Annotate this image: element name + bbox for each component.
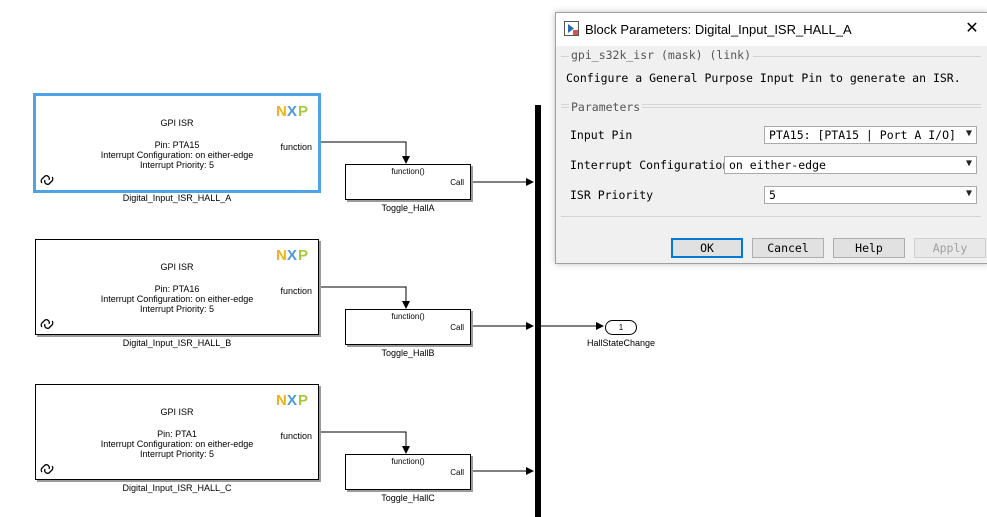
toggle-block-hall-c[interactable]: function() Call [345,454,471,490]
dialog-titlebar[interactable]: Block Parameters: Digital_Input_ISR_HALL… [556,13,987,46]
nxp-logo-icon: N X P [276,247,308,262]
isr-priority-value: 5 [769,188,776,202]
chevron-down-icon: ▼ [965,158,972,169]
svg-text:P: P [298,103,308,118]
irq-config-text: Interrupt Configuration: on either-edge [100,439,254,449]
chevron-down-icon: ▼ [965,188,972,199]
priority-text: Interrupt Priority: 5 [139,304,215,314]
irq-config-text: Interrupt Configuration: on either-edge [100,150,254,160]
simulink-block-icon [564,21,579,36]
svg-text:X: X [287,392,297,407]
outport-block[interactable]: 1 [605,320,637,335]
block-name[interactable]: Digital_Input_ISR_HALL_C [122,483,232,493]
signal-line[interactable] [315,431,410,454]
block-title: GPI ISR [160,118,194,128]
isr-priority-select[interactable]: 5 ▼ [764,186,977,204]
block-parameters-dialog: Block Parameters: Digital_Input_ISR_HALL… [555,12,987,264]
chevron-down-icon: ▼ [965,128,972,139]
input-pin-label: Input Pin [570,128,633,142]
nxp-logo-icon: N X P [276,103,308,118]
function-port-label: function [280,286,312,296]
ok-button[interactable]: OK [671,238,743,258]
block-name[interactable]: Digital_Input_ISR_HALL_B [122,338,232,348]
svg-text:N: N [276,247,287,262]
signal-line[interactable] [315,286,410,309]
interrupt-configuration-label: Interrupt Configuration [570,158,730,172]
svg-text:P: P [298,392,308,407]
svg-text:N: N [276,392,287,407]
svg-text:P: P [298,247,308,262]
toggle-block-hall-b[interactable]: function() Call [345,309,471,345]
interrupt-configuration-value: on either-edge [729,158,826,172]
function-input-label: function() [391,167,425,176]
parameters-legend: Parameters [569,100,643,114]
input-pin-select[interactable]: PTA15: [PTA15 | Port A I/O] ▼ [764,126,977,144]
parameters-group: Parameters Input Pin PTA15: [PTA15 | Por… [561,100,981,217]
interrupt-configuration-select[interactable]: on either-edge ▼ [724,156,977,174]
svg-text:N: N [276,103,287,118]
toggle-block-hall-a[interactable]: function() Call [345,164,471,200]
call-output-label: Call [450,178,464,187]
block-title: GPI ISR [160,262,194,272]
input-pin-value: PTA15: [PTA15 | Port A I/O] [769,128,956,142]
dialog-title: Block Parameters: Digital_Input_ISR_HALL… [585,22,852,37]
function-port-label: function [280,431,312,441]
mux-bus-bar[interactable] [535,105,541,517]
isr-priority-label: ISR Priority [570,188,654,202]
outport-name[interactable]: HallStateChange [586,338,656,348]
pin-text: Pin: PTA15 [154,140,200,150]
gpi-isr-block-hall-c[interactable]: N X P GPI ISR Pin: PTA1 Interrupt Config… [35,384,319,480]
pin-text: Pin: PTA1 [157,429,197,439]
svg-text:X: X [287,247,297,262]
gpi-isr-block-hall-b[interactable]: N X P GPI ISR Pin: PTA16 Interrupt Confi… [35,239,319,335]
svg-text:X: X [287,103,297,118]
block-name[interactable]: Toggle_HallA [381,203,435,213]
irq-config-text: Interrupt Configuration: on either-edge [100,294,254,304]
signal-line[interactable] [315,141,410,164]
block-name[interactable]: Toggle_HallC [381,493,435,503]
priority-text: Interrupt Priority: 5 [139,160,215,170]
gpi-isr-block-hall-a[interactable]: N X P GPI ISR Pin: PTA15 Interrupt Confi… [33,93,321,193]
priority-text: Interrupt Priority: 5 [139,449,215,459]
help-button[interactable]: Help [833,238,905,258]
function-input-label: function() [391,312,425,321]
nxp-logo-icon: N X P [276,392,308,407]
library-link-icon [40,175,54,185]
apply-button[interactable]: Apply [914,238,986,258]
call-output-label: Call [450,323,464,332]
library-link-icon [40,464,54,474]
call-output-label: Call [450,468,464,477]
library-link-icon [40,319,54,329]
close-icon[interactable]: ✕ [965,20,979,37]
cancel-button[interactable]: Cancel [752,238,824,258]
mask-header: gpi_s32k_isr (mask) (link) [569,48,754,62]
function-port-label: function [280,142,312,152]
mask-description-group: gpi_s32k_isr (mask) (link) Configure a G… [561,48,981,105]
mask-description: Configure a General Purpose Input Pin to… [566,71,961,85]
function-input-label: function() [391,457,425,466]
block-title: GPI ISR [160,407,194,417]
block-name[interactable]: Toggle_HallB [381,348,435,358]
block-name[interactable]: Digital_Input_ISR_HALL_A [122,193,232,203]
pin-text: Pin: PTA16 [154,284,200,294]
